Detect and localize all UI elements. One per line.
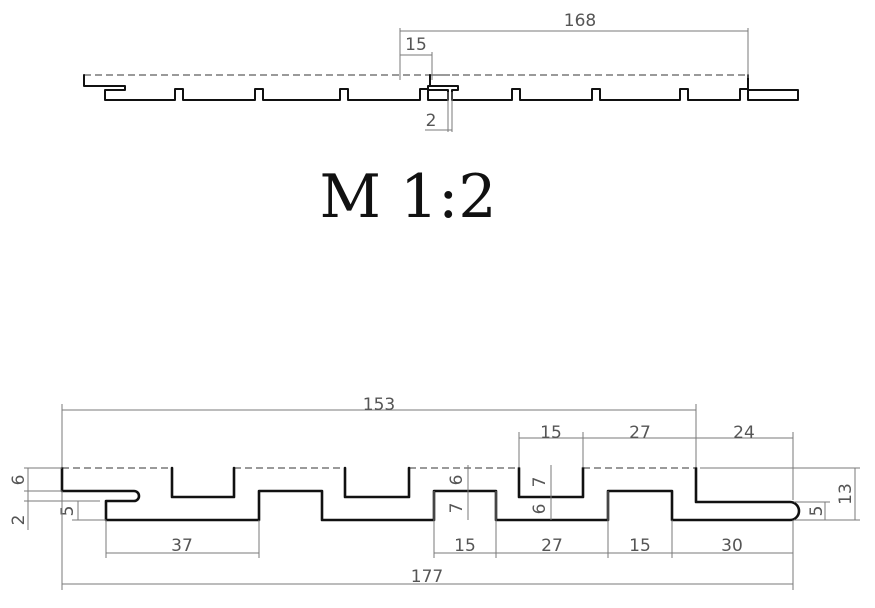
dim-top15-label: 15	[540, 423, 562, 443]
dim-bottom-15b-label: 15	[629, 536, 651, 556]
top-view-profile-left	[83, 74, 449, 101]
dim-inner-7a-label: 7	[530, 477, 550, 488]
dim-left-2-label: 2	[9, 515, 29, 526]
detail-view: 153 15 27 24 6 2 5 6 7 7 6 5	[9, 395, 860, 590]
dim-168-label: 168	[564, 11, 596, 31]
dim-bottom-27-label: 27	[541, 536, 563, 556]
dim-left-5-label: 5	[58, 506, 78, 517]
dim-left-6-label: 6	[9, 475, 29, 486]
dim-bottom-37-label: 37	[171, 536, 193, 556]
detail-profile	[60, 466, 801, 522]
dim-bottom-30-label: 30	[721, 536, 743, 556]
top-view-profile-right	[429, 74, 799, 101]
dim-right-13-label: 13	[836, 483, 856, 505]
scale-label: M 1:2	[319, 162, 496, 232]
top-view: 168 15 2	[83, 11, 799, 132]
dim-inner-6b-label: 6	[530, 504, 550, 515]
dim-top27-label: 27	[629, 423, 651, 443]
dim-inner-6a-label: 6	[447, 475, 467, 486]
dim-top24-label: 24	[733, 423, 755, 443]
dim-2-label: 2	[426, 111, 437, 131]
dim-177-label: 177	[411, 567, 443, 587]
dim-153-label: 153	[363, 395, 395, 415]
dim-bottom-15a-label: 15	[454, 536, 476, 556]
dim-inner-7b-label: 7	[447, 503, 467, 514]
dim-right-5-label: 5	[807, 506, 827, 517]
dim-15-label: 15	[405, 35, 427, 55]
